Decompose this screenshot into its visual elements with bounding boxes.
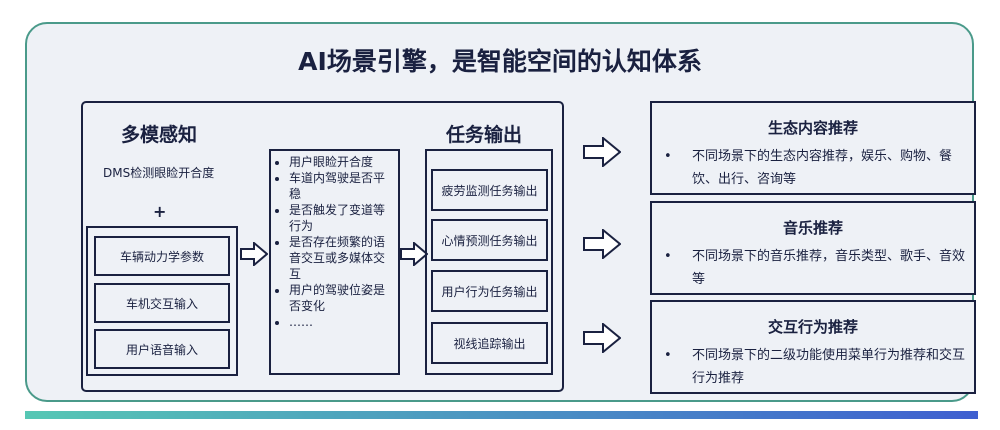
feature-item: 用户的驾驶位姿是否变化 bbox=[289, 282, 394, 314]
bullet-icon: • bbox=[664, 149, 672, 164]
bullet-icon: • bbox=[664, 249, 672, 264]
feature-item: 是否存在频繁的语音交互或多媒体交互 bbox=[289, 234, 394, 282]
outputs-group bbox=[425, 149, 553, 375]
arrow-right-icon bbox=[583, 229, 621, 259]
inputs-group bbox=[86, 226, 238, 376]
diagram-title: AI场景引擎，是智能空间的认知体系 bbox=[298, 47, 702, 76]
rec-card-text: 不同场景下的生态内容推荐，娱乐、购物、餐饮、出行、咨询等 bbox=[692, 149, 953, 187]
input-box-vehicle-dynamics: 车辆动力学参数 bbox=[94, 236, 230, 276]
features-list: 用户眼睑开合度 车道内驾驶是否平稳 是否触发了变道等行为 是否存在频繁的语音交互… bbox=[277, 154, 394, 330]
feature-item: 用户眼睑开合度 bbox=[289, 154, 394, 170]
rec-card-text: 不同场景下的音乐推荐，音乐类型、歌手、音效等 bbox=[692, 249, 966, 287]
bullet-icon: • bbox=[664, 348, 672, 363]
input-box-voice: 用户语音输入 bbox=[94, 329, 230, 369]
rec-card-interaction: 交互行为推荐 • 不同场景下的二级功能使用菜单行为推荐和交互行为推荐 bbox=[650, 300, 976, 394]
rec-card-title: 生态内容推荐 bbox=[767, 119, 858, 137]
dms-text: DMS检测眼睑开合度 bbox=[103, 166, 215, 180]
output-box-mood: 心情预测任务输出 bbox=[431, 219, 548, 261]
rec-card-body: • 不同场景下的生态内容推荐，娱乐、购物、餐饮、出行、咨询等 bbox=[664, 145, 966, 191]
rec-card-ecosystem: 生态内容推荐 • 不同场景下的生态内容推荐，娱乐、购物、餐饮、出行、咨询等 bbox=[650, 101, 976, 195]
input-box-infotainment: 车机交互输入 bbox=[94, 283, 230, 323]
rec-card-body: • 不同场景下的二级功能使用菜单行为推荐和交互行为推荐 bbox=[664, 344, 966, 390]
rec-card-text: 不同场景下的二级功能使用菜单行为推荐和交互行为推荐 bbox=[692, 348, 966, 386]
rec-card-body: • 不同场景下的音乐推荐，音乐类型、歌手、音效等 bbox=[664, 245, 966, 291]
features-box: 用户眼睑开合度 车道内驾驶是否平稳 是否触发了变道等行为 是否存在频繁的语音交互… bbox=[269, 149, 400, 375]
rec-card-title: 音乐推荐 bbox=[782, 219, 843, 237]
engine-panel bbox=[81, 101, 564, 392]
perception-heading: 多模感知 bbox=[121, 124, 198, 146]
output-box-fatigue: 疲劳监测任务输出 bbox=[431, 169, 548, 211]
output-box-gaze: 视线追踪输出 bbox=[431, 322, 548, 364]
feature-item: 车道内驾驶是否平稳 bbox=[289, 170, 394, 202]
rec-card-music: 音乐推荐 • 不同场景下的音乐推荐，音乐类型、歌手、音效等 bbox=[650, 201, 976, 295]
bottom-gradient-bar bbox=[25, 411, 978, 419]
arrow-right-icon bbox=[400, 242, 428, 266]
arrow-right-icon bbox=[583, 137, 621, 167]
feature-item: 是否触发了变道等行为 bbox=[289, 202, 394, 234]
rec-card-title: 交互行为推荐 bbox=[767, 318, 858, 336]
output-box-behavior: 用户行为任务输出 bbox=[431, 270, 548, 312]
arrow-right-icon bbox=[240, 242, 268, 266]
feature-item: …… bbox=[289, 314, 394, 330]
plus-sign: + bbox=[153, 202, 167, 221]
task-output-heading: 任务输出 bbox=[446, 124, 523, 146]
arrow-right-icon bbox=[583, 323, 621, 353]
